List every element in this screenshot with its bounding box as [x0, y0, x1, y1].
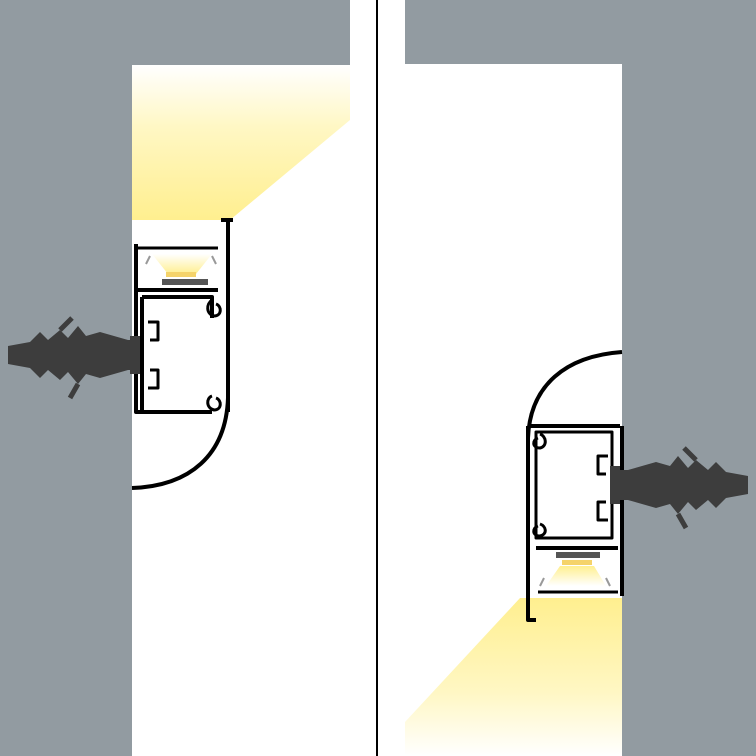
- panel-left: [0, 0, 350, 756]
- led-board-left: [162, 279, 208, 285]
- wall-dowel-icon: [610, 446, 748, 530]
- led-chip-right: [562, 560, 592, 565]
- wall-dowel-icon: [8, 316, 140, 400]
- light-beam-icon: [132, 65, 350, 220]
- led-profile-icon: [526, 350, 624, 622]
- led-profile-icon: [131, 218, 233, 490]
- wall-left-top: [132, 0, 350, 65]
- wall-right-outer: [622, 0, 756, 756]
- wall-right-top: [405, 0, 622, 64]
- panel-right: [405, 0, 756, 756]
- wall-left-outer: [0, 0, 132, 756]
- light-beam-icon: [405, 598, 622, 756]
- led-board-right: [556, 552, 600, 558]
- led-lens-left: [152, 254, 212, 274]
- led-lens-right: [546, 566, 606, 586]
- led-chip-left: [166, 272, 196, 277]
